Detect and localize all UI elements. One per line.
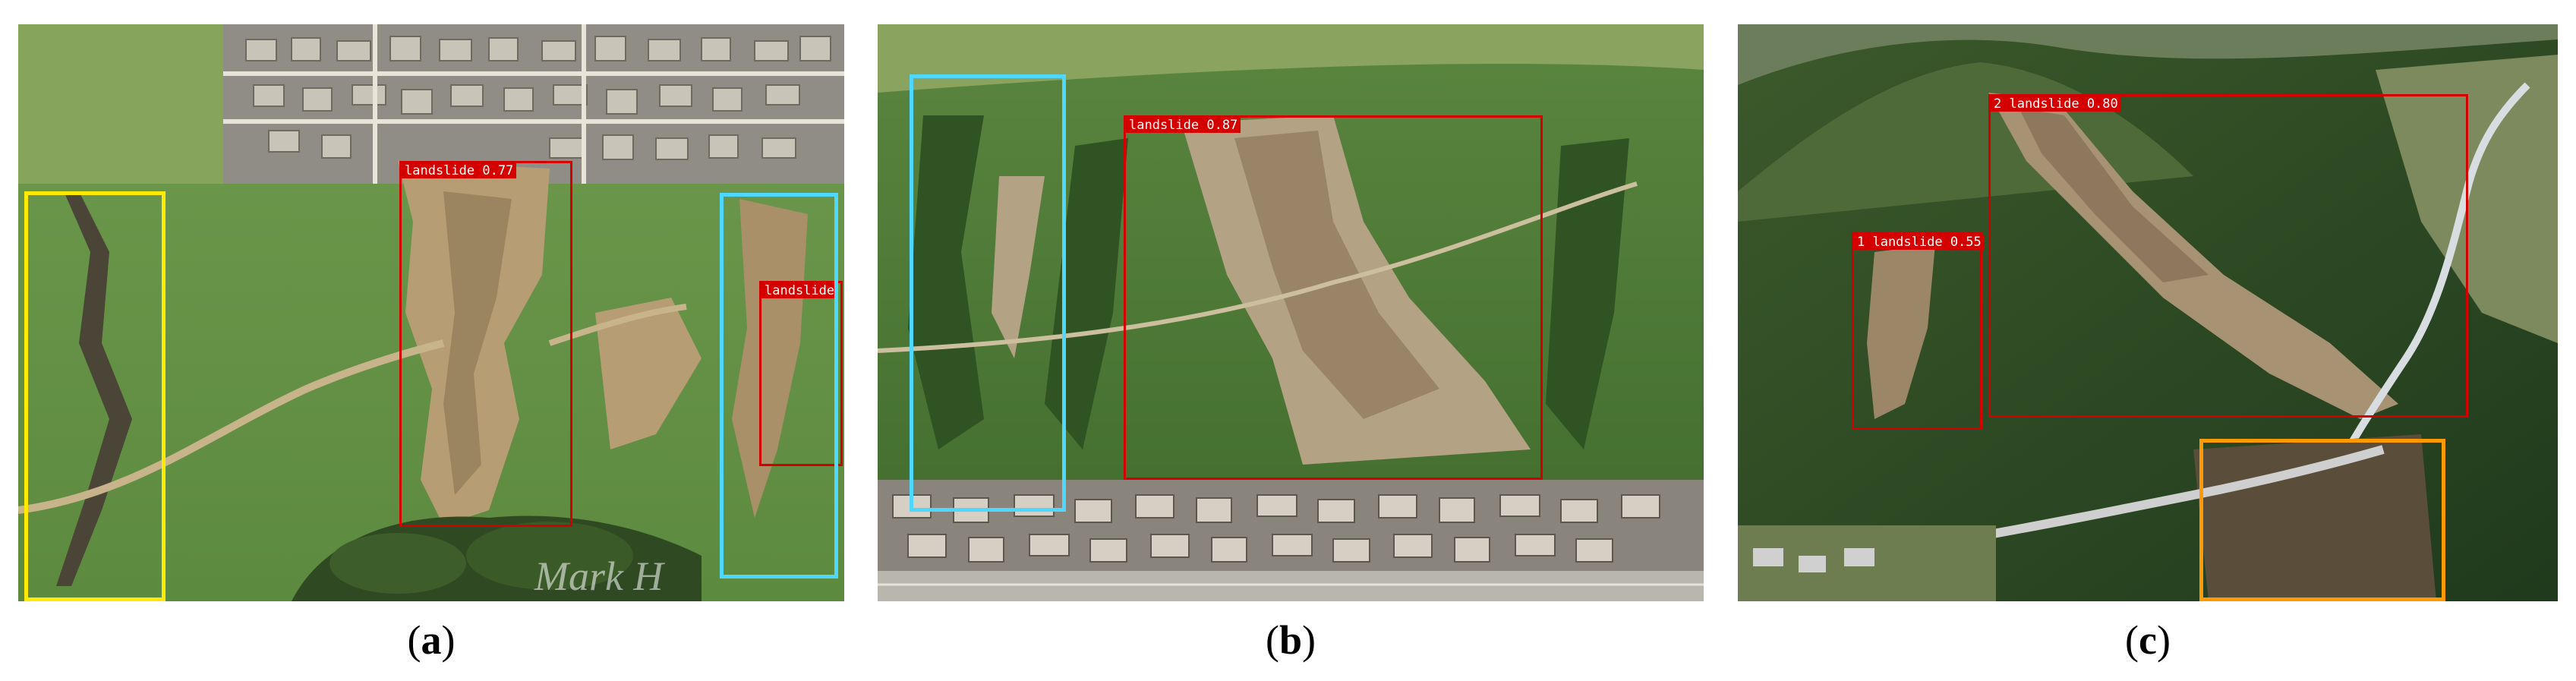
detection-box-cyan	[910, 74, 1066, 512]
panel-b-photo: landslide 0.87	[878, 24, 1704, 601]
detection-label: 1 landslide 0.55	[1854, 235, 1985, 250]
aerial-landslide-photo-c	[1738, 24, 2558, 601]
caption-a-letter: a	[421, 617, 442, 663]
watermark-text: Mark H	[534, 553, 665, 599]
caption-b: (b)	[1265, 617, 1316, 663]
detection-box-cyan	[720, 193, 838, 579]
panel-a-photo: Mark H landslide 0.77 landslide	[18, 24, 844, 601]
detection-box-orange	[2199, 439, 2445, 601]
caption-a: (a)	[407, 617, 456, 663]
caption-c-letter: c	[2139, 617, 2157, 663]
aerial-landslide-photo-a: Mark H	[18, 24, 844, 601]
detection-box-yellow	[24, 191, 166, 601]
panel-c-photo: 2 landslide 0.80 1 landslide 0.55	[1738, 24, 2558, 601]
caption-b-letter: b	[1279, 617, 1303, 663]
detection-label: landslide 0.87	[1126, 118, 1241, 133]
detection-label: landslide 0.77	[402, 163, 517, 178]
caption-c: (c)	[2125, 617, 2171, 663]
detection-box-landslide-1: landslide 0.87	[1124, 115, 1543, 480]
detection-box-landslide-2: landslide	[759, 281, 843, 466]
detection-box-landslide-1: 1 landslide 0.55	[1852, 232, 1985, 430]
detection-box-landslide-1: landslide 0.77	[399, 161, 572, 527]
detection-label: landslide	[761, 283, 838, 298]
aerial-landslide-photo-b	[878, 24, 1704, 601]
detection-label: 2 landslide 0.80	[1991, 96, 2121, 112]
detection-box-landslide-2: 2 landslide 0.80	[1988, 94, 2468, 418]
